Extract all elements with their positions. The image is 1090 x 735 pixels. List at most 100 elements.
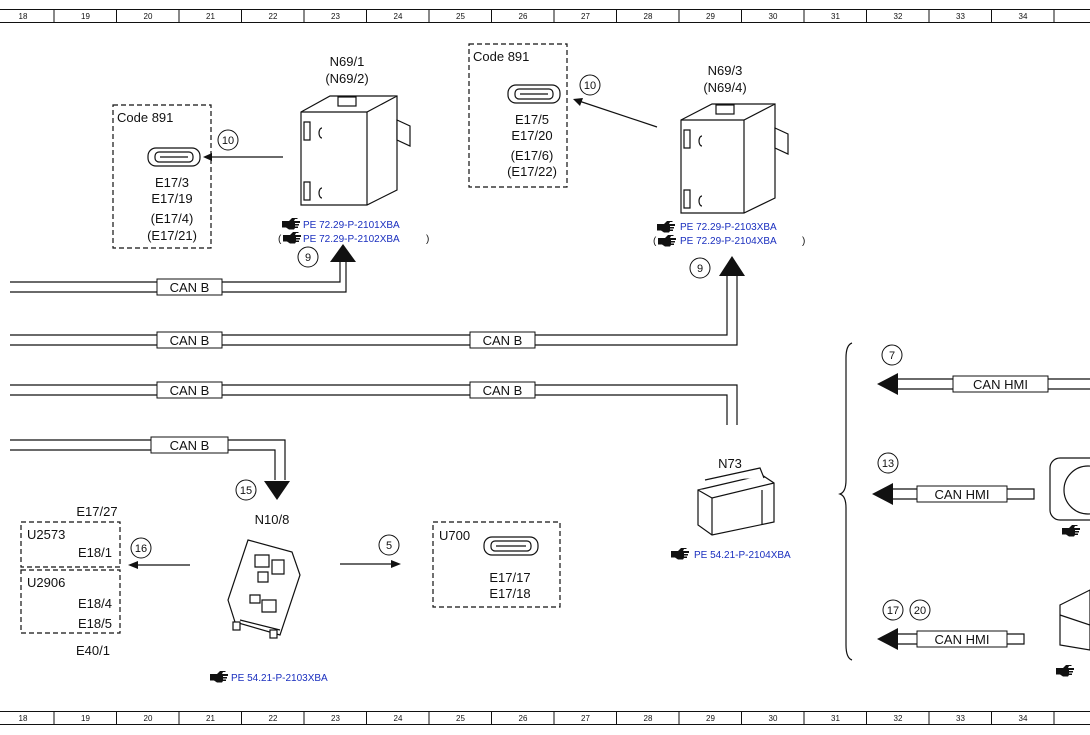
ruler-label: 32 — [894, 714, 903, 723]
ruler-label: 19 — [81, 714, 90, 723]
lamp-icon — [483, 536, 539, 556]
can-b-label: CAN B — [156, 278, 223, 296]
svg-text:CAN HMI: CAN HMI — [973, 377, 1028, 392]
svg-text:(N69/2): (N69/2) — [325, 71, 368, 86]
ruler-label: 34 — [1019, 714, 1028, 723]
arrow-down-icon — [264, 481, 290, 500]
svg-text:16: 16 — [135, 543, 147, 555]
arrow-right-icon — [391, 560, 401, 568]
can-b-label: CAN B — [469, 381, 536, 399]
callout-13: 13 — [877, 452, 899, 474]
svg-text:CAN B: CAN B — [170, 280, 210, 295]
svg-text:5: 5 — [386, 540, 392, 552]
can-b-label: CAN B — [469, 331, 536, 349]
ruler-label: 18 — [19, 12, 28, 21]
ruler-label: 31 — [831, 12, 840, 21]
svg-text:17: 17 — [887, 605, 899, 617]
svg-text:CAN B: CAN B — [170, 333, 210, 348]
arrow-left-icon — [573, 98, 583, 106]
svg-text:E40/1: E40/1 — [76, 643, 110, 658]
arrow-left-icon — [877, 373, 898, 395]
u2573-box: E17/27 U2573 E18/1 — [20, 504, 121, 568]
svg-text:(E17/21): (E17/21) — [147, 228, 197, 243]
svg-text:7: 7 — [889, 350, 895, 362]
brace — [838, 342, 853, 661]
svg-text:(E17/4): (E17/4) — [151, 211, 194, 226]
callout-10: 10 — [217, 129, 239, 151]
module-n69-1: N69/1 (N69/2) PE 72.29-P-2101XBA ( PE 72… — [278, 54, 429, 245]
ruler-label: 18 — [19, 714, 28, 723]
svg-text:E18/1: E18/1 — [78, 545, 112, 560]
svg-text:CAN B: CAN B — [170, 383, 210, 398]
ruler-label: 30 — [769, 714, 778, 723]
arrow-up-icon — [330, 244, 356, 262]
lamp-icon — [147, 147, 201, 167]
ruler-label: 31 — [831, 714, 840, 723]
svg-text:N69/3: N69/3 — [708, 63, 743, 78]
u700-box: U700 E17/17 E17/18 — [432, 521, 561, 608]
svg-text:): ) — [802, 236, 805, 247]
u2906-box: U2906 E18/4 E18/5 E40/1 — [20, 569, 121, 658]
svg-text:E17/17: E17/17 — [489, 570, 530, 585]
svg-text:15: 15 — [240, 485, 252, 497]
ruler-label: 32 — [894, 12, 903, 21]
svg-text:9: 9 — [305, 252, 311, 264]
svg-text:9: 9 — [697, 263, 703, 275]
svg-text:PE 72.29-P-2103XBA: PE 72.29-P-2103XBA — [680, 222, 777, 233]
can-hmi-label: CAN HMI — [916, 485, 1008, 503]
ruler-label: 20 — [144, 12, 153, 21]
ruler-label: 29 — [706, 714, 715, 723]
can-b-label: CAN B — [150, 436, 229, 454]
svg-text:N73: N73 — [718, 456, 742, 471]
svg-text:PE 54.21-P-2103XBA: PE 54.21-P-2103XBA — [231, 673, 328, 684]
svg-text:N10/8: N10/8 — [255, 512, 290, 527]
ruler-label: 28 — [644, 12, 653, 21]
can-b-label: CAN B — [156, 381, 223, 399]
ruler-label: 28 — [644, 714, 653, 723]
reference-icon — [1056, 665, 1074, 677]
svg-text:E18/4: E18/4 — [78, 596, 112, 611]
arrow-left-icon — [128, 561, 138, 569]
svg-text:CAN B: CAN B — [483, 333, 523, 348]
svg-text:(: ( — [653, 236, 657, 247]
ruler-label: 25 — [456, 714, 465, 723]
svg-text:Code 891: Code 891 — [473, 49, 529, 64]
callout-20: 20 — [909, 599, 931, 621]
svg-text:CAN B: CAN B — [483, 383, 523, 398]
svg-text:Code 891: Code 891 — [117, 110, 173, 125]
svg-text:PE 54.21-P-2104XBA: PE 54.21-P-2104XBA — [694, 550, 791, 561]
callout-17: 17 — [882, 599, 904, 621]
lamp-icon — [507, 84, 561, 104]
code891-left-box: Code 891 E17/3 E17/19 (E17/4) (E17/21) — [112, 104, 212, 249]
callout-9: 9 — [689, 257, 711, 279]
module-n10-8: N10/8 PE 54.21-P-2103XBA — [210, 512, 328, 684]
ruler-label: 21 — [206, 12, 215, 21]
ruler-label: 26 — [519, 12, 528, 21]
svg-text:N69/1: N69/1 — [330, 54, 365, 69]
ruler-label: 27 — [581, 12, 590, 21]
svg-text:PE 72.29-P-2104XBA: PE 72.29-P-2104XBA — [680, 236, 777, 247]
ruler-label: 33 — [956, 12, 965, 21]
callout-15: 15 — [235, 479, 257, 501]
svg-text:CAN HMI: CAN HMI — [935, 632, 990, 647]
ruler-label: 20 — [144, 714, 153, 723]
svg-text:E17/20: E17/20 — [511, 128, 552, 143]
svg-text:E17/18: E17/18 — [489, 586, 530, 601]
ruler-label: 21 — [206, 714, 215, 723]
svg-text:E17/5: E17/5 — [515, 112, 549, 127]
ruler-label: 27 — [581, 714, 590, 723]
svg-text:PE 72.29-P-2101XBA: PE 72.29-P-2101XBA — [303, 220, 400, 231]
svg-text:10: 10 — [222, 135, 234, 147]
svg-text:(: ( — [278, 234, 282, 245]
svg-text:E18/5: E18/5 — [78, 616, 112, 631]
svg-text:10: 10 — [584, 80, 596, 92]
ruler-label: 22 — [269, 714, 278, 723]
ruler-label: 24 — [394, 714, 403, 723]
arrow-left-icon — [203, 153, 212, 161]
module-n69-3: N69/3 (N69/4) PE 72.29-P-2103XBA ( PE 72… — [653, 63, 805, 247]
ruler-label: 33 — [956, 714, 965, 723]
callout-10: 10 — [579, 74, 601, 96]
svg-text:PE 72.29-P-2102XBA: PE 72.29-P-2102XBA — [303, 234, 400, 245]
